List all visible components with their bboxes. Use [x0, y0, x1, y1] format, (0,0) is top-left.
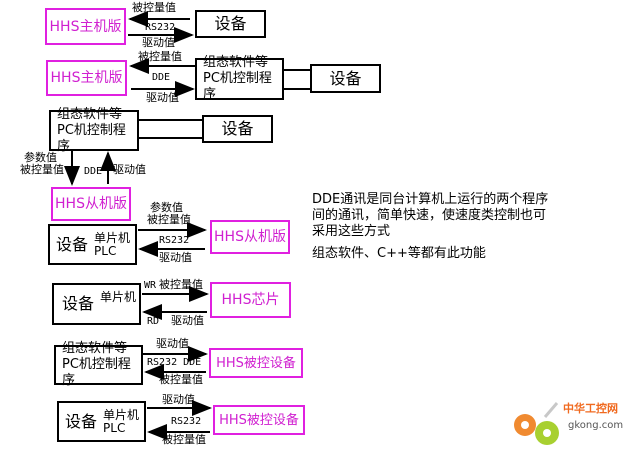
- label-controlled-value: 被控量值: [162, 433, 206, 446]
- mcu-label: 单片机: [103, 407, 140, 422]
- label-rd: RD: [147, 316, 160, 327]
- pc-line1: 组态软件等: [62, 341, 128, 356]
- plc-label: PLC: [103, 420, 126, 435]
- device-box: 设备: [202, 115, 273, 143]
- device-box: 设备: [195, 10, 266, 38]
- label-rs232-dde: RS232 DDE: [147, 357, 202, 368]
- mcu-label: 单片机: [100, 289, 137, 304]
- dde-note: DDE通讯是同台计算机上运行的两个程序间的通讯，简单快速，使速度类控制也可采用这…: [312, 192, 549, 239]
- pc-line2: PC机控制程序: [62, 357, 131, 388]
- label-drive-value: 驱动值: [146, 91, 179, 104]
- device-label: 设备: [62, 294, 95, 313]
- pc-program-box: 组态软件等 PC机控制程序: [54, 341, 143, 388]
- label-rs232: RS232: [145, 22, 176, 33]
- plc-label: PLC: [94, 243, 117, 258]
- label-controlled-value: 被控量值: [138, 50, 182, 63]
- device-label: 设备: [56, 234, 89, 254]
- label-drive-value: 驱动值: [171, 314, 204, 327]
- label-drive-value: 驱动值: [159, 251, 192, 264]
- logo-cn: 中华工控网: [563, 401, 618, 415]
- label-controlled-value: 被控量值: [132, 1, 176, 14]
- hhs-chip-box: HHS芯片: [210, 282, 291, 318]
- label-drive-value: 驱动值: [156, 337, 189, 350]
- label-dde: DDE: [84, 166, 103, 177]
- label-controlled-value: 被控量值: [159, 373, 203, 386]
- label-param-value: 参数值: [24, 151, 57, 164]
- label-drive-value: 驱动值: [142, 36, 175, 49]
- device-mcu-box: 设备 单片机: [52, 283, 141, 325]
- mcu-label: 单片机: [94, 230, 131, 245]
- device-box: 设备: [310, 64, 381, 93]
- label-rs232: RS232: [171, 416, 202, 427]
- label-drive-value: 驱动值: [113, 163, 146, 176]
- logo-en: gkong.com: [568, 420, 623, 431]
- pc-line2: PC机控制程序: [57, 122, 126, 154]
- hhs-controlled-device-box: HHS被控设备: [213, 405, 305, 435]
- hhs-controlled-device-box: HHS被控设备: [209, 348, 303, 378]
- hhs-slave-box: HHS从机版: [210, 220, 290, 254]
- label-param-value: 参数值: [150, 201, 183, 214]
- hhs-master-box: HHS主机版: [46, 60, 127, 96]
- hhs-master-box: HHS主机版: [45, 8, 126, 45]
- label-drive-value: 驱动值: [162, 393, 195, 406]
- gkong-logo: 中华工控网 gkong.com: [505, 395, 640, 450]
- pc-line1: 组态软件等: [57, 106, 123, 122]
- software-note: 组态软件、C++等都有此功能: [312, 246, 486, 261]
- label-dde: DDE: [152, 72, 171, 83]
- label-wr: WR: [144, 280, 157, 291]
- pc-program-box: 组态软件等 PC机控制程序: [49, 106, 139, 154]
- label-controlled-value: 被控量值: [20, 163, 64, 176]
- pc-program-box: 组态软件等 PC机控制程序: [195, 55, 284, 102]
- gear-icon: 中华工控网 gkong.com: [514, 401, 623, 445]
- label-controlled-value: 被控量值: [159, 278, 203, 291]
- hhs-slave-box: HHS从机版: [51, 187, 131, 221]
- device-label: 设备: [65, 411, 98, 431]
- pc-line2: PC机控制程序: [203, 71, 272, 102]
- label-rs232: RS232: [159, 235, 190, 246]
- label-controlled-value: 被控量值: [147, 213, 191, 226]
- pc-line1: 组态软件等: [203, 55, 269, 70]
